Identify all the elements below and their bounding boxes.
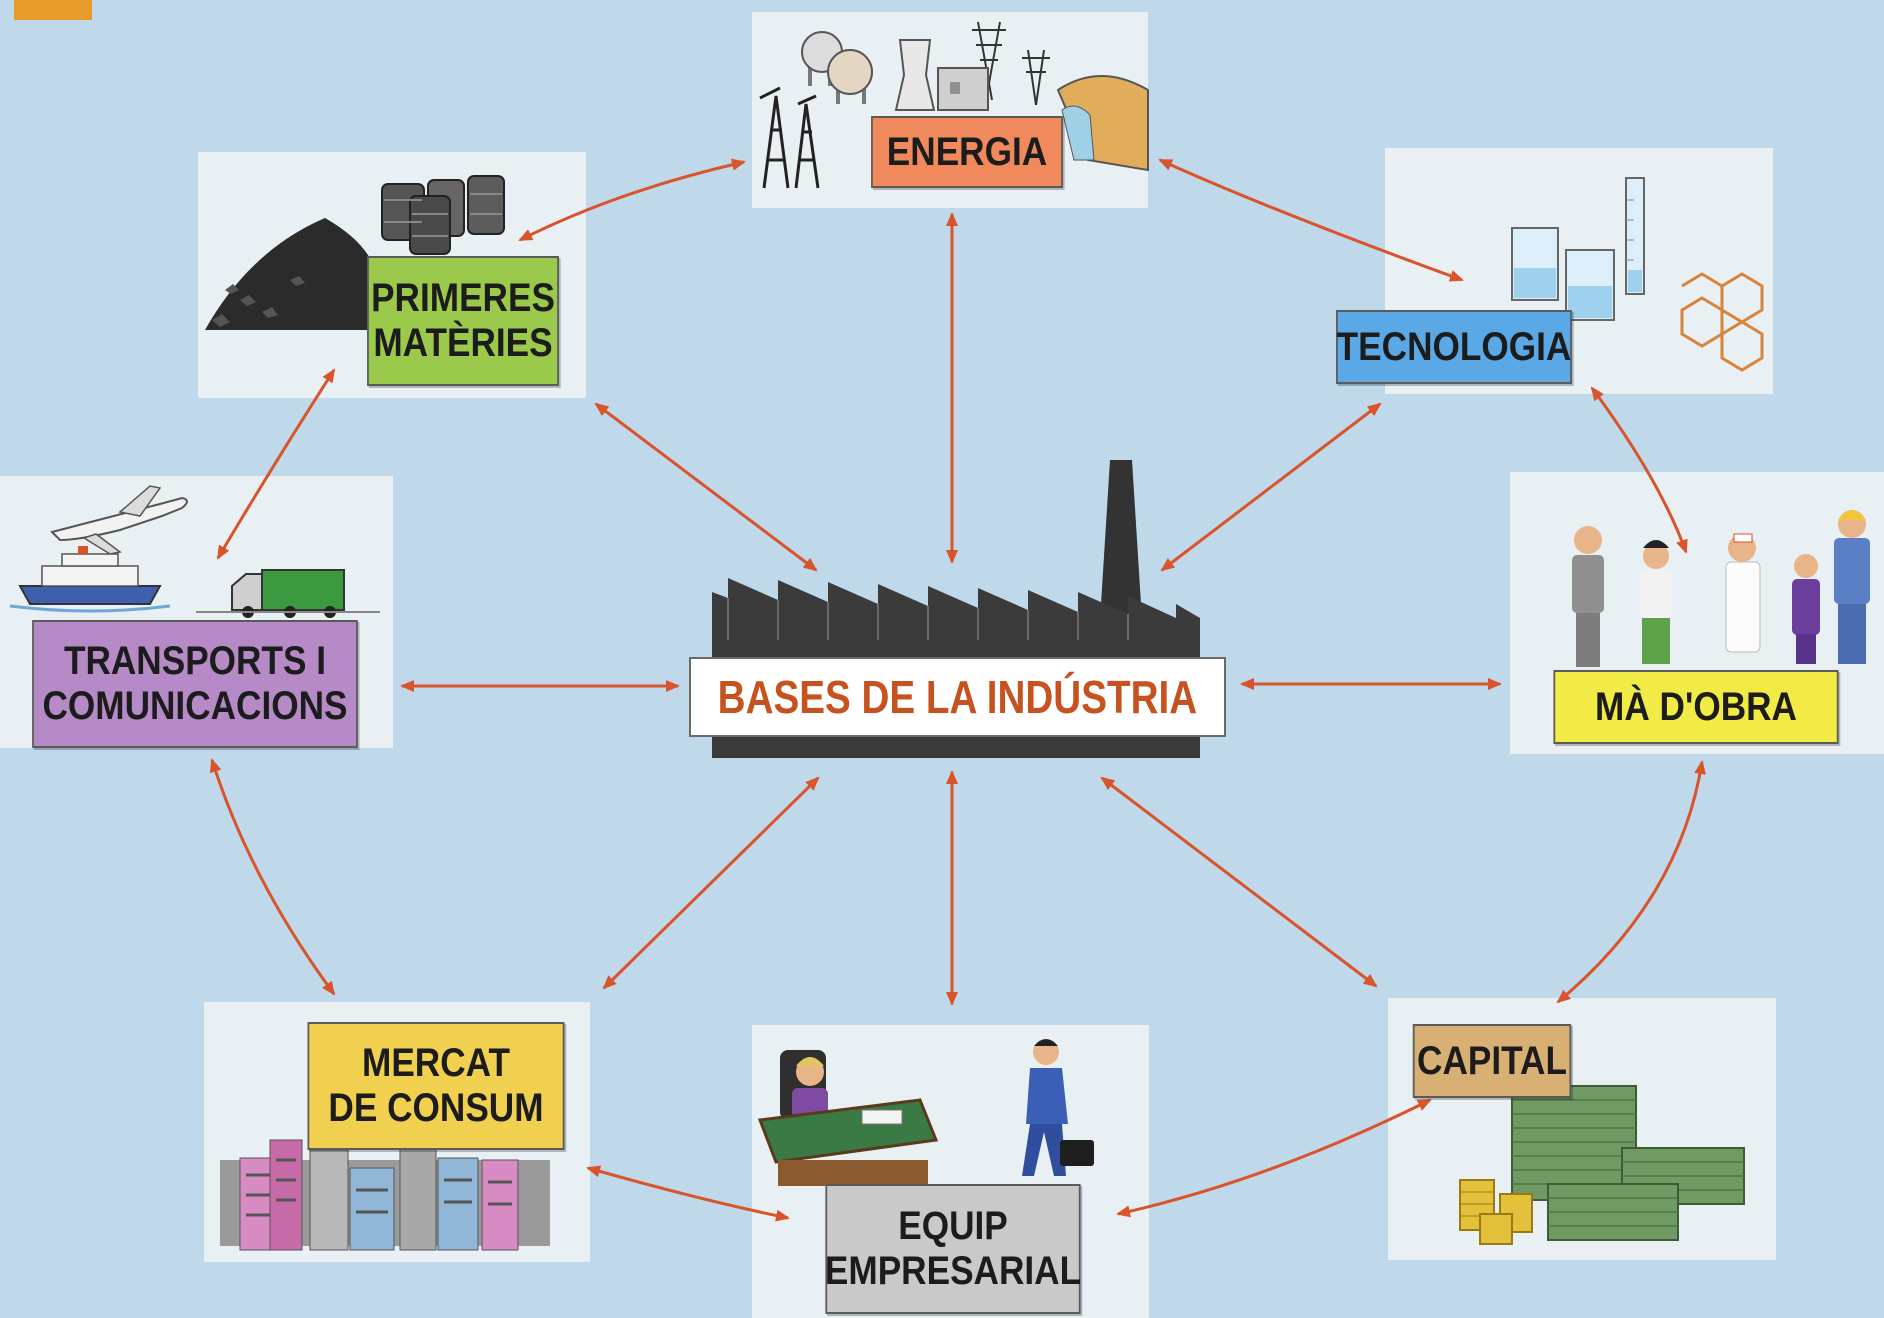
arrow-energia-tecnologia [1158,158,1464,282]
oil-tank-icon [801,31,873,104]
truck-icon [196,569,380,618]
building-icon [220,1139,550,1251]
graduated-cylinder-icon [1625,177,1645,295]
arrow-mercat-transports [209,758,336,996]
dam-icon [1056,75,1149,172]
coal-pile-icon [205,218,372,330]
coin-stack-icon [1459,1179,1533,1245]
arrow-energia-primeres [518,158,746,242]
arrow-transports-primeres [216,368,336,560]
transports-label: TRANSPORTS I COMUNICACIONS [32,620,358,748]
tecnologia-label: TECNOLOGIA [1336,310,1572,384]
arrow-equip-mercat [586,1165,790,1222]
corner-tab [14,0,92,20]
arrow-tecnologia-maobra [1590,386,1688,554]
molecule-icon [1680,272,1764,372]
center-label-text: BASES DE LA INDÚSTRIA [717,671,1198,723]
ship-icon [9,546,171,613]
barrel-icon [381,175,505,255]
equip-label: EQUIP EMPRESARIAL [825,1184,1081,1314]
cooling-tower-icon [894,39,936,111]
power-pylon-icon [937,21,1050,111]
airplane-icon [50,485,188,555]
mercat-label: MERCAT DE CONSUM [307,1022,565,1150]
arrow-center-tecnologia [1160,402,1382,572]
arrow-maobra-capital [1556,760,1707,1004]
businessman-icon [1022,1039,1094,1176]
ma-obra-label: MÀ D'OBRA [1553,670,1839,744]
energia-label: ENERGIA [871,116,1063,188]
beaker-icon [1511,227,1615,321]
arrow-capital-equip [1116,1098,1432,1218]
banknote-stack-icon [1511,1085,1745,1241]
primeres-materies-label: PRIMERES MATÈRIES [367,256,559,386]
center-label: BASES DE LA INDÚSTRIA [689,657,1226,737]
desk-icon [757,1050,939,1186]
capital-label: CAPITAL [1412,1024,1572,1098]
arrow-center-capital [1100,776,1378,988]
arrow-center-mercat [602,776,820,990]
oil-derrick-icon [759,86,820,189]
arrow-center-primeres [594,402,818,572]
worker-icon [1572,510,1870,667]
